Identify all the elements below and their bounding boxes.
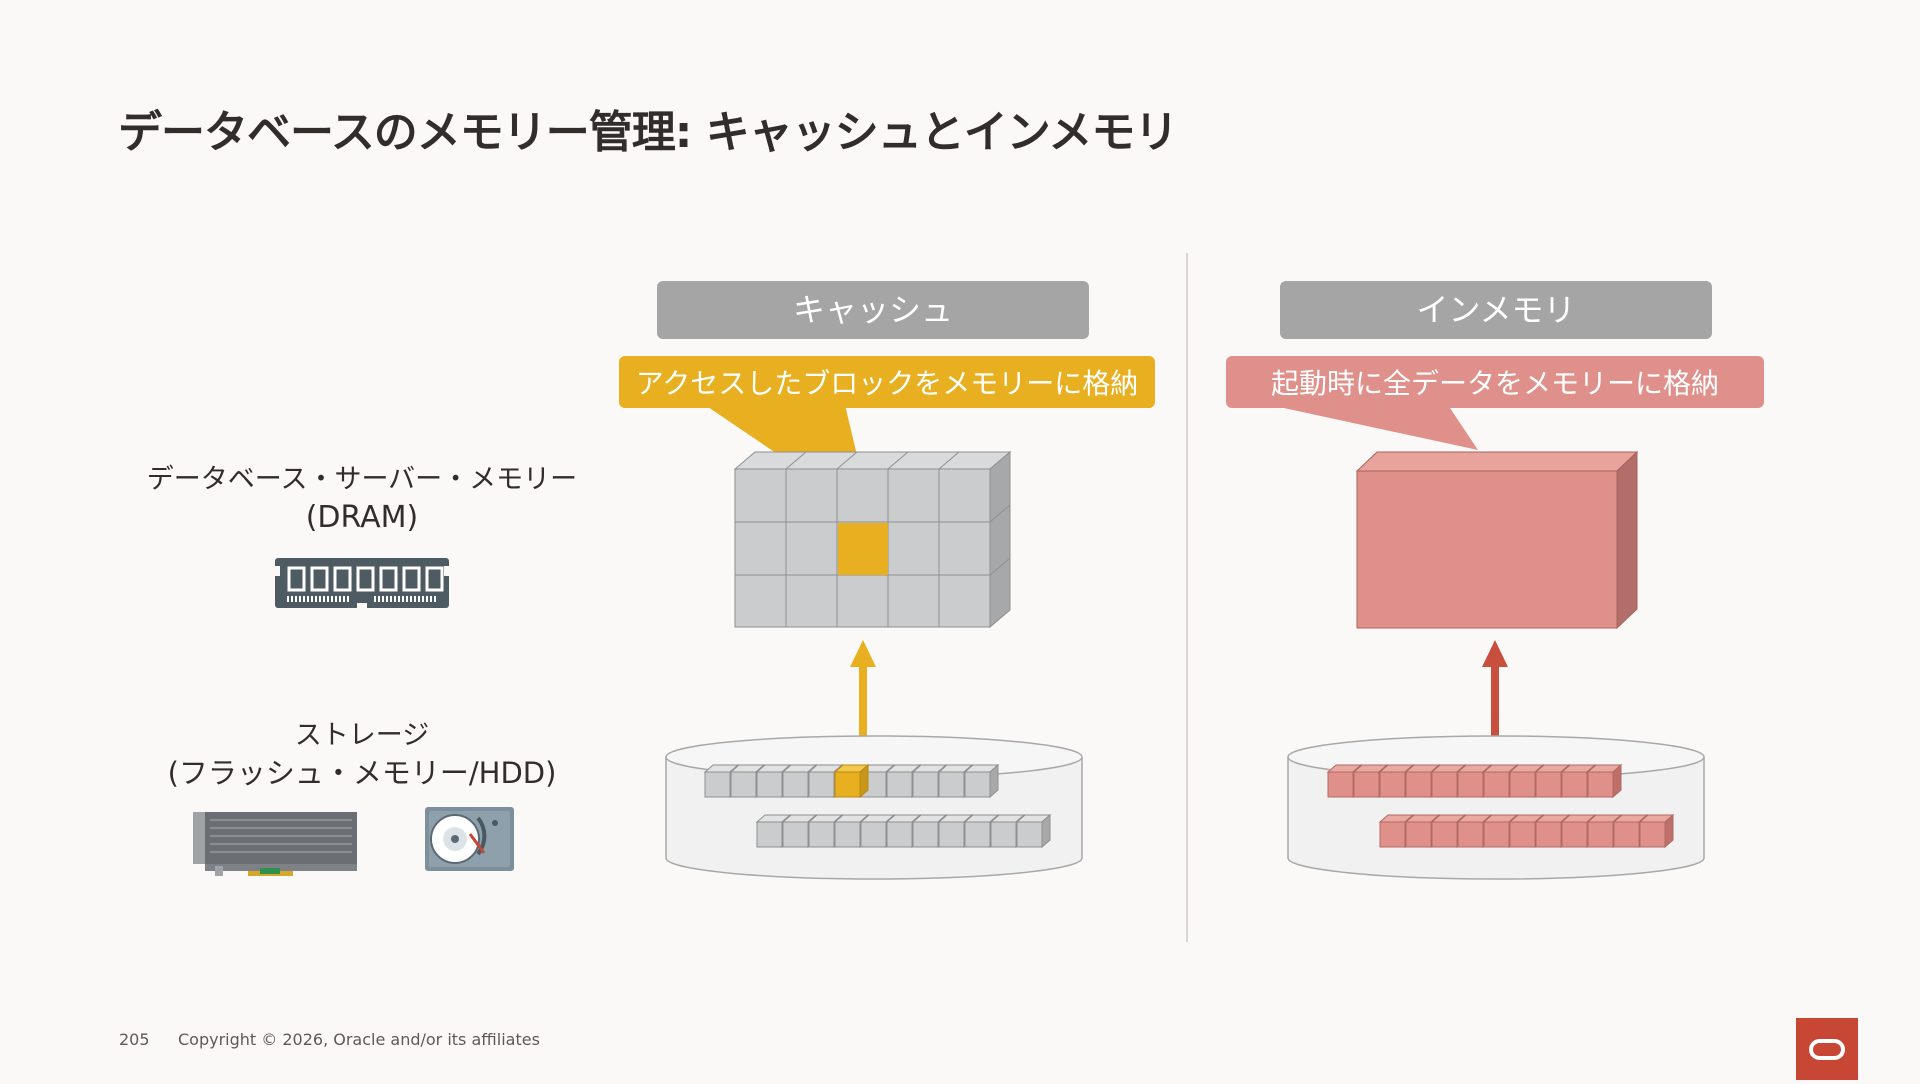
hdd-icon xyxy=(425,807,514,871)
inmemory-callout xyxy=(1226,356,1764,408)
accessed-storage-block xyxy=(834,764,869,798)
cached-block xyxy=(838,523,888,575)
copyright-notice: Copyright © 2026, Oracle and/or its affi… xyxy=(178,1030,540,1049)
dram-label-line2: (DRAM) xyxy=(306,500,419,535)
cache-callout-text: アクセスしたブロックをメモリーに格納 xyxy=(636,367,1139,400)
inmemory-header-label: インメモリ xyxy=(1416,291,1575,329)
cache-header xyxy=(657,281,1089,339)
slide-title: データベースのメモリー管理: キャッシュとインメモリ xyxy=(118,107,1178,158)
page-number: 205 xyxy=(119,1030,150,1049)
oracle-logo xyxy=(1796,1018,1858,1080)
storage-label-line2: (フラッシュ・メモリー/HDD) xyxy=(168,756,557,790)
inmemory-block xyxy=(1355,450,1639,630)
dram-label-line1: データベース・サーバー・メモリー xyxy=(147,464,577,495)
cache-callout xyxy=(619,356,1155,408)
cache-storage-cylinder xyxy=(665,735,1083,880)
storage-label-line1: ストレージ xyxy=(295,720,429,751)
inmemory-header xyxy=(1280,281,1712,339)
oracle-logo-icon xyxy=(1809,1039,1845,1060)
inmemory-callout-tail xyxy=(1270,405,1478,450)
cache-block-grid xyxy=(733,450,1012,629)
inmemory-callout-text: 起動時に全データをメモリーに格納 xyxy=(1271,367,1719,400)
inmemory-storage-cylinder xyxy=(1287,735,1705,880)
flash-card-icon xyxy=(193,812,357,876)
cache-header-label: キャッシュ xyxy=(793,291,953,329)
dram-module-icon xyxy=(275,558,449,610)
